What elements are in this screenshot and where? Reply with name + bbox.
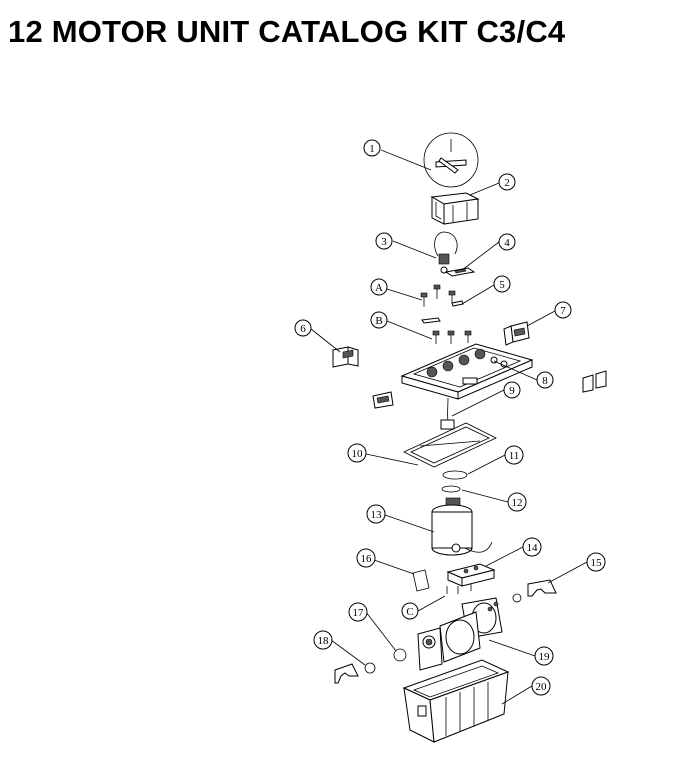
callout-8: 8 [536,371,554,389]
part-13-motor [431,497,493,556]
part-b-screws [432,330,472,344]
callout-1: 1 [363,139,381,157]
svg-text:17: 17 [353,607,365,619]
part-19-gearbox [417,597,503,671]
callout-7: 7 [554,301,572,319]
svg-text:6: 6 [300,323,306,335]
svg-text:19: 19 [539,651,551,663]
callout-15: 15 [586,552,606,572]
svg-text:13: 13 [371,509,383,521]
part-7-clip [503,321,530,346]
callout-12: 12 [507,492,527,512]
callout-11: 11 [504,445,524,465]
callout-19: 19 [534,646,554,666]
svg-text:8: 8 [542,375,548,387]
part-15-bracket [512,579,557,603]
part-3-handle [434,231,458,274]
part-8-lid [400,343,534,400]
callout-14: 14 [522,537,542,557]
callout-20: 20 [531,676,551,696]
callout-3: 3 [375,232,393,250]
svg-text:5: 5 [499,279,505,291]
svg-text:B: B [375,315,382,327]
callout-13: 13 [366,504,386,524]
part-16-gasket [412,569,430,592]
callout-C: C [401,602,419,620]
part-2-cover [430,192,480,225]
page-title: 12 MOTOR UNIT CATALOG KIT C3/C4 [8,14,566,49]
part-11-oring [442,470,468,480]
part-14-base [446,563,496,594]
part-12-oring [441,485,461,493]
part-1-fan [423,132,479,188]
callout-B: B [370,311,388,329]
svg-text:C: C [406,606,413,618]
svg-text:12: 12 [512,497,523,509]
callout-10: 10 [347,443,367,463]
callout-A: A [370,278,388,296]
callout-18: 18 [313,630,333,650]
svg-text:11: 11 [509,450,520,462]
svg-text:2: 2 [504,177,510,189]
svg-text:18: 18 [318,635,330,647]
callout-5: 5 [493,275,511,293]
side-brackets-right [582,370,607,393]
part-18-bracket [334,662,376,684]
callout-9: 9 [503,381,521,399]
callout-4: 4 [498,233,516,251]
side-bracket-left [372,391,394,409]
svg-text:1: 1 [369,143,375,155]
svg-text:14: 14 [527,542,539,554]
svg-text:20: 20 [536,681,548,693]
part-17-ring [393,648,407,662]
part-4-plate [444,267,476,277]
svg-text:A: A [375,282,383,294]
part-10-gasket [403,422,497,468]
callout-6: 6 [294,319,312,337]
part-6-clip [332,346,359,368]
svg-text:10: 10 [352,448,364,460]
svg-text:4: 4 [504,237,510,249]
part-5-screws [420,284,464,324]
callout-17: 17 [348,602,368,622]
part-9-connector [440,397,455,430]
svg-text:7: 7 [560,305,566,317]
leader-lines [310,149,588,705]
callout-2: 2 [498,173,516,191]
svg-text:15: 15 [591,557,603,569]
callout-16: 16 [356,548,376,568]
svg-text:16: 16 [361,553,373,565]
svg-text:3: 3 [381,236,387,248]
part-20-housing [402,659,510,743]
svg-text:9: 9 [509,385,515,397]
